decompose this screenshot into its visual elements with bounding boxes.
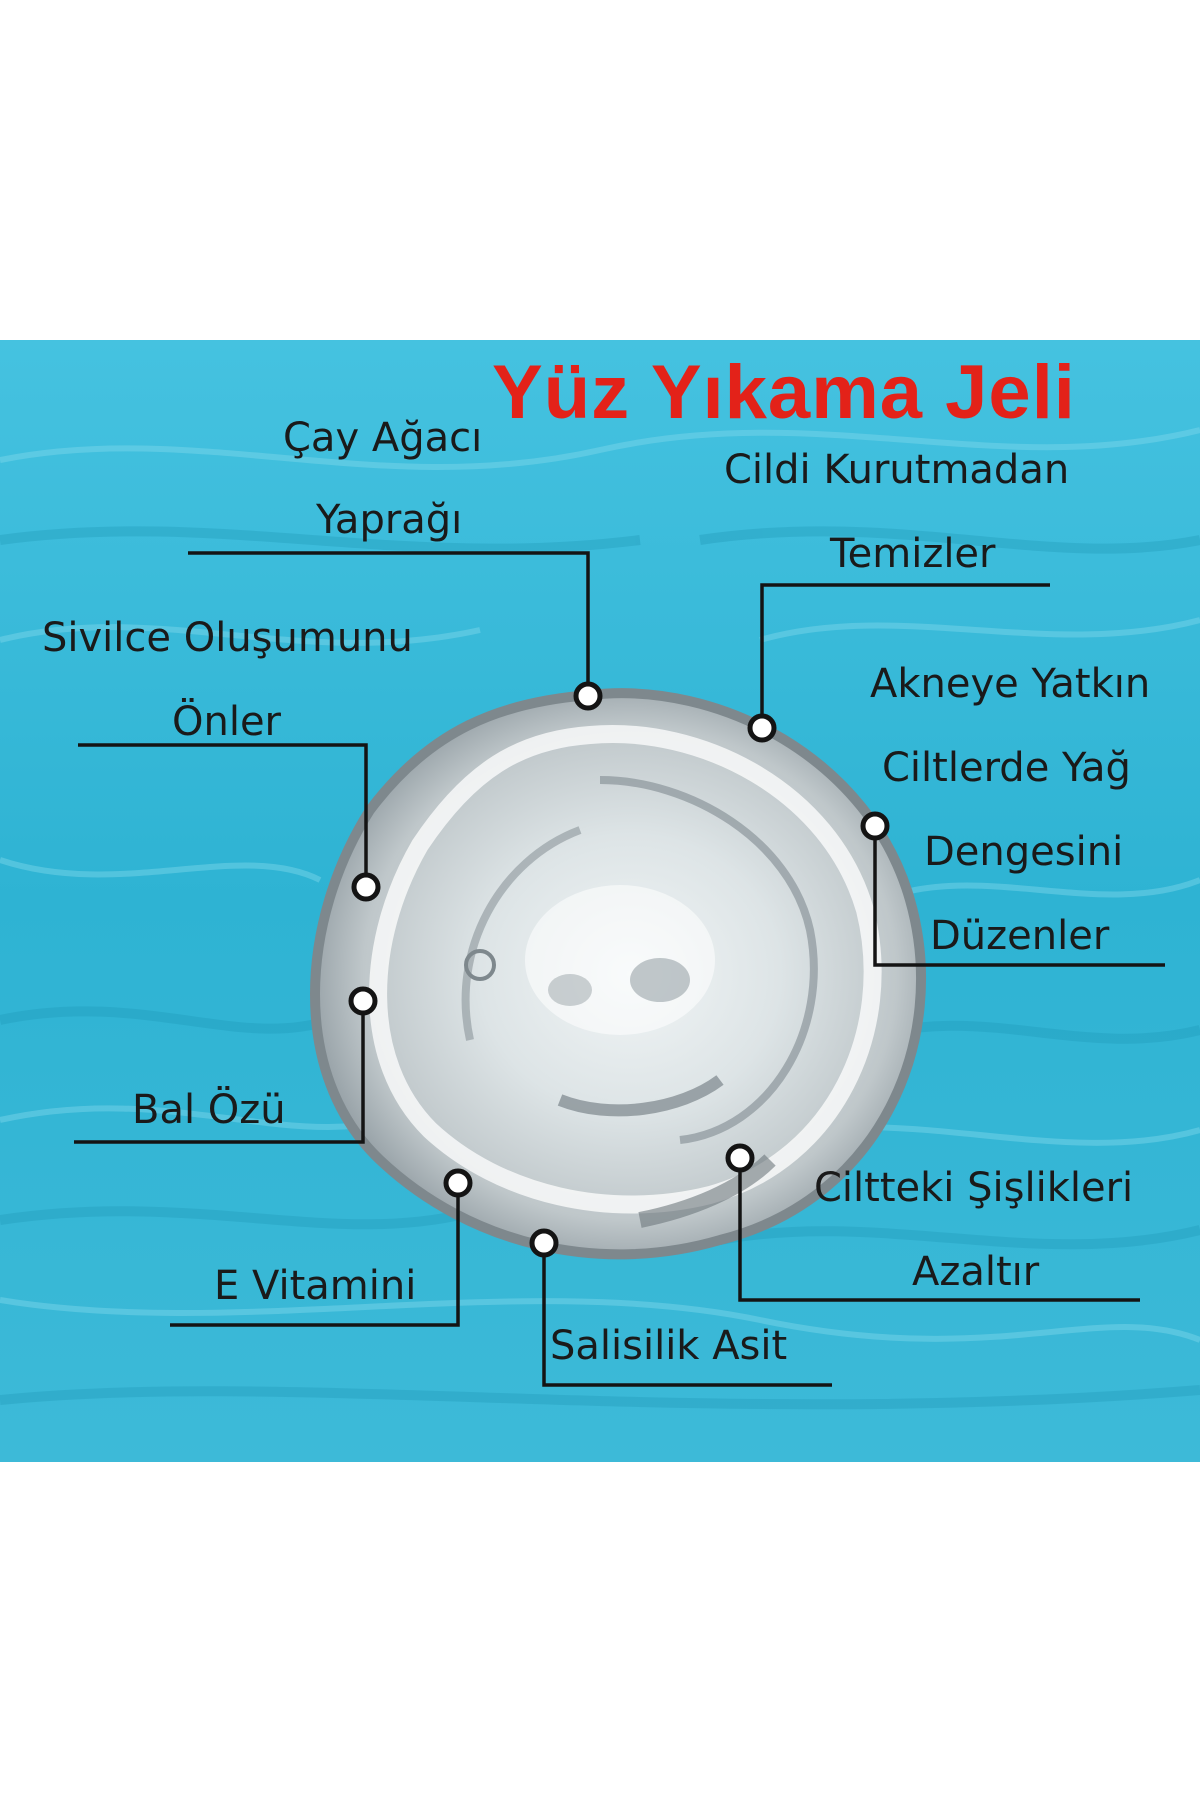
- water-background-panel: [0, 340, 1200, 1462]
- marker-salisilik: [529, 1228, 559, 1258]
- leader-sivilce: [78, 743, 368, 887]
- label-cay-agaci-line2: Yaprağı: [316, 497, 463, 543]
- marker-dots: [348, 681, 890, 1258]
- leader-sislik: [738, 1158, 1140, 1302]
- label-akne-line3: Dengesini: [924, 829, 1124, 875]
- marker-sivilce: [351, 872, 381, 902]
- leader-salisilik: [542, 1243, 832, 1387]
- water-ripples: [0, 427, 1200, 1343]
- label-salisilik: Salisilik Asit: [550, 1323, 788, 1369]
- water-shadows: [0, 526, 1200, 1410]
- marker-bal-ozu: [348, 986, 378, 1016]
- leader-cay-agaci: [188, 551, 590, 696]
- label-sislik-line1: Ciltteki Şişlikleri: [814, 1165, 1134, 1211]
- marker-cildi-kurutmadan: [747, 713, 777, 743]
- label-akne-line4: Düzenler: [930, 913, 1110, 959]
- label-sivilce-line2: Önler: [172, 699, 282, 745]
- leader-bal-ozu: [74, 1001, 365, 1144]
- label-sislik-line2: Azaltır: [912, 1249, 1040, 1295]
- label-akne-line1: Akneye Yatkın: [870, 661, 1151, 707]
- leader-vitamin: [170, 1183, 460, 1327]
- label-bal-ozu: Bal Özü: [132, 1087, 286, 1133]
- label-sivilce-line1: Sivilce Oluşumunu: [42, 615, 413, 661]
- gel-drop: [310, 688, 926, 1260]
- leader-akne: [873, 826, 1165, 967]
- label-cildi-line1: Cildi Kurutmadan: [724, 447, 1070, 493]
- label-cildi-line2: Temizler: [830, 531, 996, 577]
- label-vitamin: E Vitamini: [214, 1263, 417, 1309]
- product-title: Yüz Yıkama Jeli: [492, 350, 1076, 435]
- leader-lines: [74, 551, 1165, 1387]
- illustration-canvas: [0, 340, 1200, 1462]
- label-cay-agaci-line1: Çay Ağacı: [283, 415, 483, 461]
- marker-akne: [860, 811, 890, 841]
- marker-sislik: [725, 1143, 755, 1173]
- label-akne-line2: Ciltlerde Yağ: [882, 745, 1131, 791]
- marker-cay-agaci: [573, 681, 603, 711]
- leader-cildi-kurutmadan: [760, 583, 1050, 728]
- marker-vitamin: [443, 1168, 473, 1198]
